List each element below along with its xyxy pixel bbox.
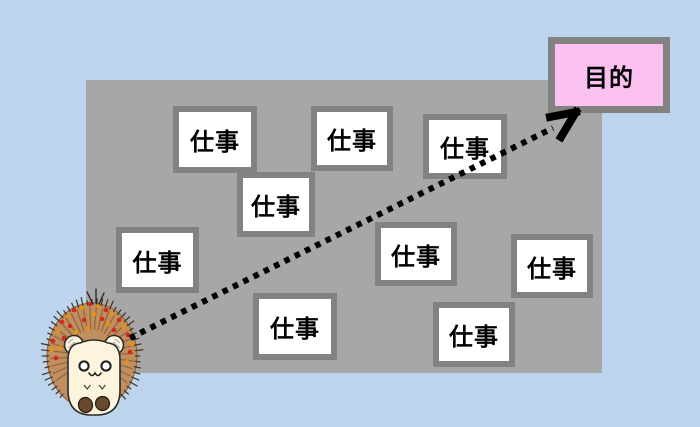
work-box-7: 仕事 — [511, 234, 593, 298]
work-box-label: 仕事 — [391, 242, 441, 271]
work-box-label: 仕事 — [440, 135, 490, 163]
work-box-label: 仕事 — [251, 193, 301, 221]
hedgehog-character-icon — [40, 288, 144, 416]
work-box-3: 仕事 — [423, 114, 507, 179]
work-box-label: 仕事 — [132, 248, 183, 277]
work-box-label: 仕事 — [270, 315, 320, 343]
goal-box: 目的 — [548, 37, 670, 113]
work-box-8: 仕事 — [253, 293, 337, 360]
work-box-label: 仕事 — [449, 323, 499, 351]
work-box-1: 仕事 — [173, 106, 257, 173]
work-box-label: 仕事 — [327, 127, 377, 155]
work-box-9: 仕事 — [433, 302, 515, 367]
work-box-label: 仕事 — [190, 128, 240, 156]
work-box-label: 仕事 — [527, 254, 577, 283]
work-box-4: 仕事 — [237, 172, 315, 237]
goal-box-label: 目的 — [584, 63, 634, 92]
work-box-6: 仕事 — [375, 222, 457, 286]
work-box-5: 仕事 — [116, 227, 199, 293]
work-box-2: 仕事 — [311, 106, 393, 171]
